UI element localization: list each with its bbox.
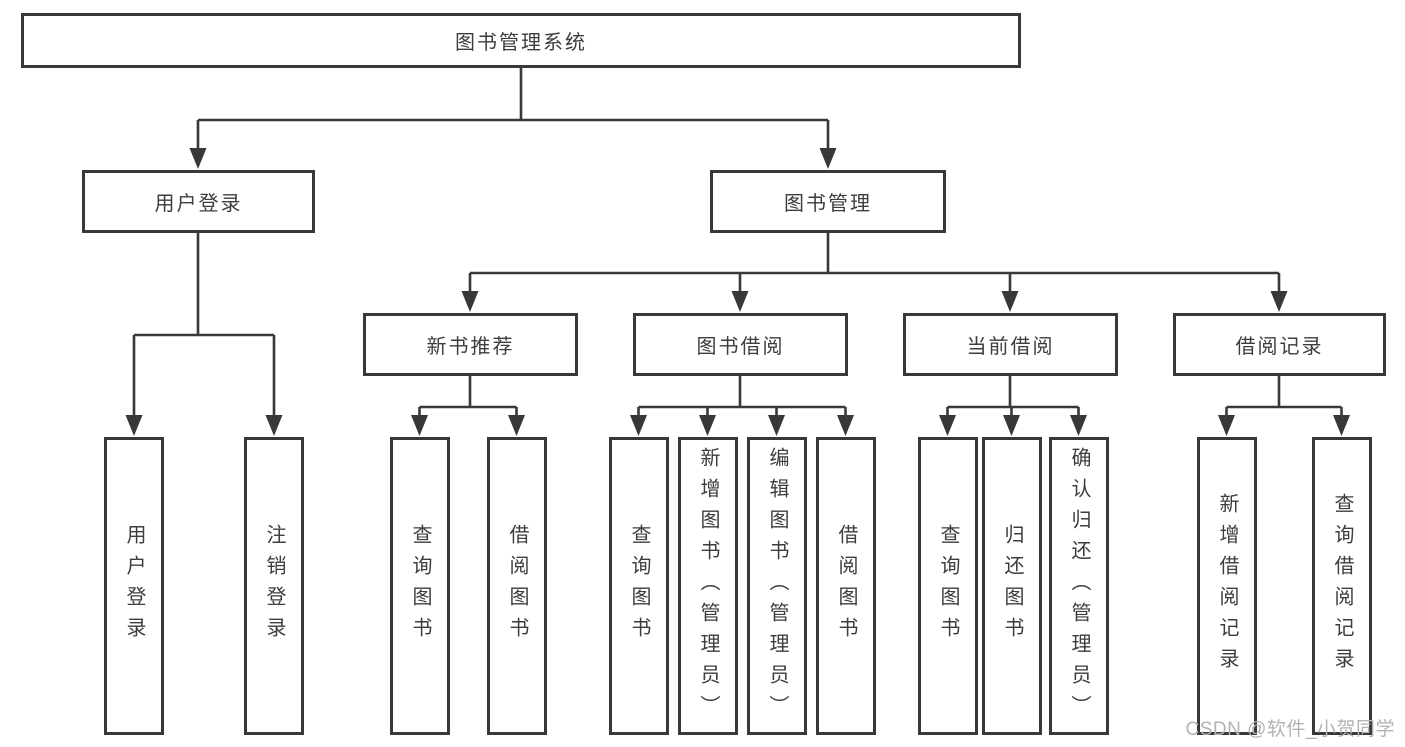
leaf-newrec-query-book-label: 查询图书 (409, 524, 431, 648)
leaf-user-login-label: 用户登录 (123, 524, 145, 648)
node-user-login-label: 用户登录 (154, 193, 243, 215)
edge-bookmgmt-to-level3 (468, 233, 1281, 294)
leaf-records-query-record-label: 查询借阅记录 (1331, 493, 1353, 679)
leaf-logout: 注销登录 (244, 437, 304, 735)
edge-current-to-leaves (946, 376, 1080, 418)
leaf-borrow-query-book: 查询图书 (609, 437, 669, 735)
leaf-user-login: 用户登录 (104, 437, 164, 735)
leaf-borrow-borrow-book-label: 借阅图书 (835, 524, 857, 648)
node-root-label: 图书管理系统 (455, 32, 587, 54)
node-current-borrow-label: 当前借阅 (966, 336, 1055, 358)
node-borrow-records: 借阅记录 (1173, 313, 1386, 376)
leaf-current-confirm-return-admin-label: 确认归还（管理员） (1068, 446, 1090, 726)
node-new-book-recommend-label: 新书推荐 (426, 336, 515, 358)
edge-root-to-level2 (196, 68, 830, 150)
leaf-newrec-query-book: 查询图书 (390, 437, 450, 735)
node-new-book-recommend: 新书推荐 (363, 313, 578, 376)
arrowheads (125, 148, 1350, 436)
leaf-newrec-borrow-book: 借阅图书 (487, 437, 547, 735)
leaf-borrow-borrow-book: 借阅图书 (816, 437, 876, 735)
leaf-current-return-book: 归还图书 (982, 437, 1042, 735)
leaf-current-return-book-label: 归还图书 (1001, 524, 1023, 648)
leaf-borrow-edit-book-admin: 编辑图书（管理员） (747, 437, 807, 735)
edge-newrec-to-leaves (418, 376, 518, 418)
node-book-borrow: 图书借阅 (633, 313, 848, 376)
edge-borrow-to-leaves (637, 376, 847, 418)
node-borrow-records-label: 借阅记录 (1235, 336, 1324, 358)
leaf-current-query-book: 查询图书 (918, 437, 978, 735)
node-book-management-label: 图书管理 (784, 193, 872, 215)
watermark: CSDN @软件_小贺同学 (1185, 719, 1395, 740)
node-book-management: 图书管理 (710, 170, 946, 233)
leaf-current-query-book-label: 查询图书 (937, 524, 959, 648)
leaf-current-confirm-return-admin: 确认归还（管理员） (1049, 437, 1109, 735)
edge-userlogin-to-leaves (132, 233, 276, 418)
node-book-borrow-label: 图书借阅 (696, 336, 785, 358)
edge-records-to-leaves (1225, 376, 1343, 418)
leaf-borrow-query-book-label: 查询图书 (628, 524, 650, 648)
leaf-borrow-add-book-admin: 新增图书（管理员） (678, 437, 738, 735)
leaf-newrec-borrow-book-label: 借阅图书 (506, 524, 528, 648)
node-current-borrow: 当前借阅 (903, 313, 1118, 376)
node-root: 图书管理系统 (21, 13, 1021, 68)
leaf-borrow-add-book-admin-label: 新增图书（管理员） (697, 446, 719, 726)
leaf-records-query-record: 查询借阅记录 (1312, 437, 1372, 735)
leaf-records-add-record-label: 新增借阅记录 (1216, 493, 1238, 679)
leaf-borrow-edit-book-admin-label: 编辑图书（管理员） (766, 446, 788, 726)
leaf-logout-label: 注销登录 (263, 524, 285, 648)
leaf-records-add-record: 新增借阅记录 (1197, 437, 1257, 735)
node-user-login: 用户登录 (82, 170, 315, 233)
